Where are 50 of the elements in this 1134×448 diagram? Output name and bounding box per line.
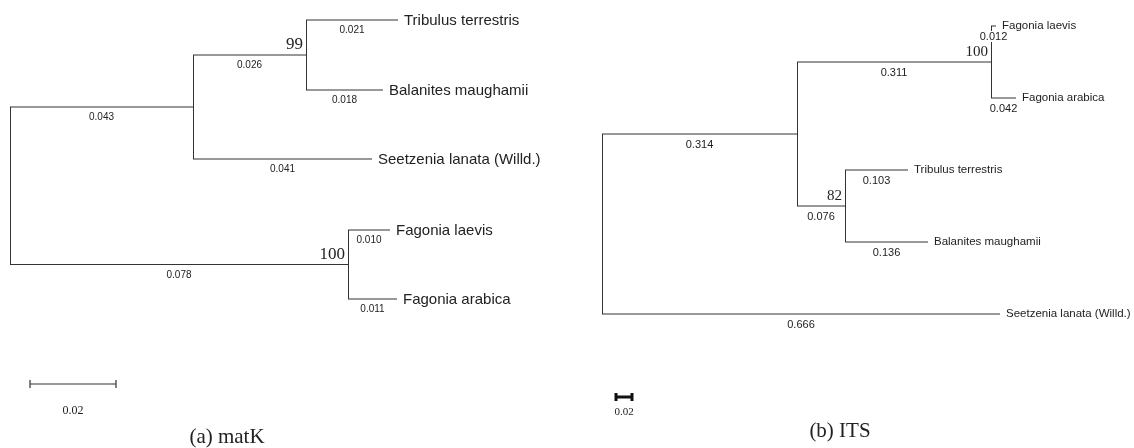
bootstrap-value: 82 bbox=[827, 188, 842, 203]
taxon-label: Seetzenia lanata (Willd.) bbox=[372, 150, 541, 166]
tree-branch bbox=[796, 61, 992, 63]
branch-length: 0.011 bbox=[359, 304, 386, 314]
tree-branch bbox=[305, 89, 384, 91]
branch-length: 0.314 bbox=[684, 139, 715, 150]
branch-length: 0.136 bbox=[871, 247, 902, 258]
tree-branch bbox=[9, 106, 194, 108]
branch-length: 0.311 bbox=[879, 67, 909, 78]
scale-value: 0.02 bbox=[62, 404, 84, 416]
tree-branch bbox=[796, 205, 846, 207]
branch-length: 0.103 bbox=[861, 175, 892, 186]
bootstrap-value: 99 bbox=[286, 35, 303, 52]
branch-length: 0.041 bbox=[269, 164, 296, 174]
bootstrap-value: 100 bbox=[319, 244, 345, 262]
tree-branch bbox=[305, 19, 399, 21]
branch-length: 0.026 bbox=[236, 60, 263, 70]
scale-value: 0.02 bbox=[614, 406, 634, 417]
branch-length: 0.010 bbox=[355, 235, 383, 245]
branch-length: 0.018 bbox=[331, 95, 358, 105]
branch-length: 0.042 bbox=[988, 103, 1019, 114]
tree-branch bbox=[990, 25, 997, 27]
branch-length: 0.043 bbox=[88, 112, 115, 122]
tree-branch bbox=[601, 133, 798, 135]
tree-branch bbox=[601, 313, 1001, 315]
tree-branch bbox=[347, 298, 398, 300]
tree-branch bbox=[192, 54, 307, 56]
branch-length: 0.076 bbox=[806, 211, 836, 222]
taxon-label: Tribulus terrestris bbox=[908, 163, 1003, 176]
tree-branch bbox=[192, 158, 373, 160]
panel-caption: (b) ITS bbox=[809, 420, 871, 441]
branch-length: 0.012 bbox=[978, 31, 1009, 42]
taxon-label: Fagonia arabica bbox=[1016, 91, 1105, 104]
taxon-label: Tribulus terrestris bbox=[398, 11, 520, 27]
tree-branch bbox=[347, 229, 391, 231]
branch-length: 0.666 bbox=[786, 319, 816, 330]
panel-caption: (a) matK bbox=[189, 426, 265, 447]
tree-branch bbox=[844, 241, 929, 243]
tree-branch bbox=[990, 97, 1017, 99]
tree-branch bbox=[9, 264, 349, 265]
taxon-label: Fagonia laevis bbox=[390, 221, 493, 237]
taxon-label: Balanites maughamii bbox=[928, 235, 1041, 248]
taxon-label: Fagonia arabica bbox=[397, 290, 511, 306]
branch-length: 0.078 bbox=[165, 269, 193, 280]
taxon-label: Fagonia laevis bbox=[996, 19, 1077, 32]
taxon-label: Balanites maughamii bbox=[383, 81, 529, 97]
taxon-label: Seetzenia lanata (Willd.) bbox=[1000, 307, 1131, 320]
branch-length: 0.021 bbox=[338, 25, 366, 35]
tree-branch bbox=[844, 169, 909, 171]
bootstrap-value: 100 bbox=[965, 44, 988, 59]
